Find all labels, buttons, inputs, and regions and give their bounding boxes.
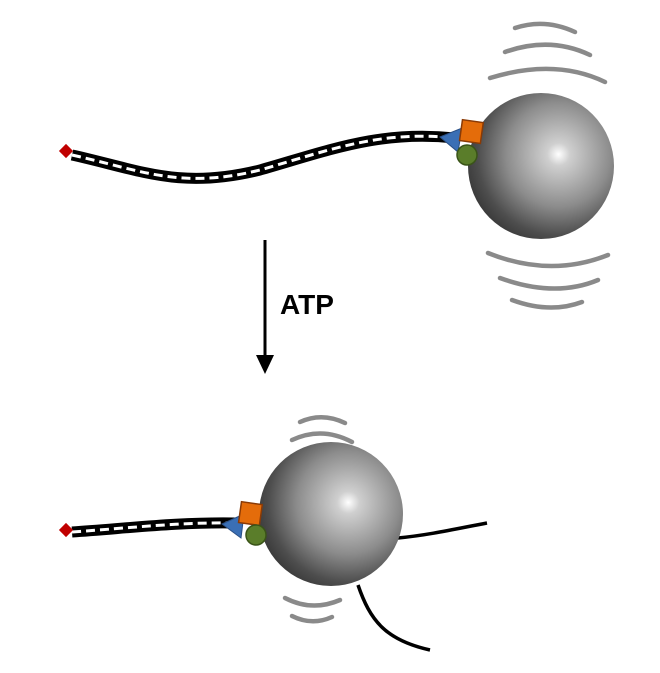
reaction-arrow [256, 240, 274, 374]
bottom-state [58, 415, 488, 652]
anchor-diamond-icon [58, 522, 74, 538]
released-strand-lower [356, 584, 431, 652]
motion-arcs-bottom-upper [289, 415, 355, 445]
bead-top [468, 93, 614, 239]
square-marker-icon [237, 500, 264, 527]
motion-arcs-top-upper [487, 21, 608, 85]
top-state [58, 21, 614, 310]
motion-arcs-bottom-lower [282, 595, 343, 624]
bead-bottom [259, 442, 403, 586]
circle-marker-icon [245, 524, 267, 546]
motion-arcs-top-lower [485, 250, 611, 310]
atp-label: ATP [280, 289, 334, 320]
dna-tether-top [70, 130, 456, 184]
circle-marker-icon [456, 144, 478, 166]
square-marker-icon [458, 118, 485, 145]
dna-tether-bottom [71, 517, 236, 538]
released-strand-right [397, 521, 488, 540]
anchor-diamond-icon [58, 143, 74, 159]
